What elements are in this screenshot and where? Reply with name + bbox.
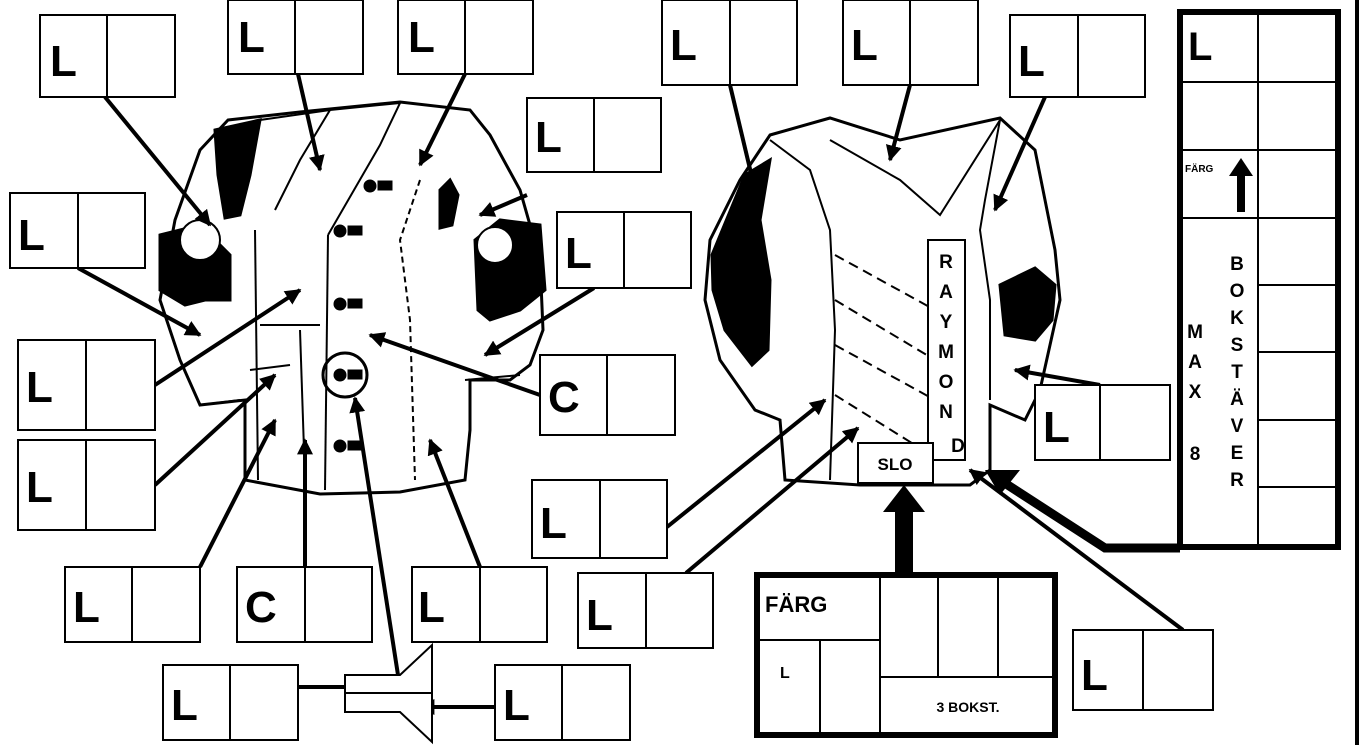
name-strip: R A Y M O N D	[928, 240, 965, 460]
front-box-11-letter: C	[245, 583, 277, 632]
front-box-13-letter: L	[171, 681, 198, 730]
back-box-4-letter: L	[1043, 403, 1070, 452]
bokst-letter-6: Ä	[1230, 389, 1244, 410]
side-panel-connector	[985, 470, 1180, 548]
front-box-5: L	[10, 193, 145, 268]
country-code-patch: SLO	[858, 443, 933, 483]
max-letter-1: M	[1187, 322, 1203, 343]
country-panel-letter: L	[780, 665, 790, 682]
front-box-3-letter: L	[408, 13, 435, 62]
back-box-5-letter: L	[540, 499, 567, 548]
front-box-7-letter: C	[548, 373, 580, 422]
bokst-letter-4: S	[1231, 335, 1244, 356]
name-letter-3: Y	[940, 312, 953, 333]
name-letter-6: N	[939, 402, 953, 423]
country-panel: FÄRG L 3 BOKST.	[757, 575, 1055, 735]
name-letter-2: A	[939, 282, 953, 303]
name-end-box-letter: L	[1081, 651, 1108, 700]
bokst-letter-3: K	[1230, 308, 1244, 329]
front-box-14: L	[495, 665, 630, 740]
front-box-8: L	[18, 340, 155, 430]
back-box-1: L	[662, 0, 797, 85]
front-box-5-letter: L	[18, 211, 45, 260]
back-jacket	[705, 118, 1060, 485]
front-box-3: L	[398, 0, 533, 74]
front-box-1-letter: L	[50, 37, 77, 86]
front-box-9-letter: L	[26, 463, 53, 512]
front-box-1: L	[40, 15, 175, 97]
side-panel-color-label: FÄRG	[1185, 162, 1214, 175]
front-box-10-letter: L	[73, 583, 100, 632]
name-letter-1: R	[939, 252, 953, 273]
bokst-letter-8: E	[1231, 443, 1244, 464]
front-box-14-letter: L	[503, 681, 530, 730]
front-box-2-letter: L	[238, 13, 265, 62]
front-box-7: C	[540, 355, 675, 435]
name-end-box: L	[1073, 630, 1213, 710]
country-panel-caption: 3 BOKST.	[936, 699, 999, 715]
button-detail	[345, 645, 432, 742]
country-code-text: SLO	[878, 455, 913, 474]
front-box-4: L	[527, 98, 661, 172]
max-letter-3: X	[1189, 382, 1202, 403]
front-box-6-letter: L	[565, 229, 592, 278]
back-box-2: L	[843, 0, 978, 85]
bokst-letter-2: O	[1230, 281, 1245, 302]
front-box-13: L	[163, 665, 298, 740]
name-letter-4: M	[938, 342, 954, 363]
front-box-11: C	[237, 567, 372, 642]
bokst-letter-9: R	[1230, 470, 1244, 491]
bokst-letter-1: B	[1230, 254, 1244, 275]
back-box-5: L	[532, 480, 667, 558]
country-panel-arrow	[883, 485, 925, 572]
back-box-4: L	[1035, 385, 1170, 460]
country-panel-color-label: FÄRG	[765, 592, 827, 617]
back-box-6: L	[578, 573, 713, 648]
side-panel-top-letter: L	[1188, 25, 1212, 69]
back-box-1-letter: L	[670, 21, 697, 70]
front-box-6: L	[557, 212, 691, 288]
back-box-3: L	[1010, 15, 1145, 97]
back-box-2-letter: L	[851, 21, 878, 70]
front-box-10: L	[65, 567, 200, 642]
front-box-2: L	[228, 0, 363, 74]
bokst-letter-5: T	[1231, 362, 1243, 383]
front-box-4-letter: L	[535, 113, 562, 162]
front-box-12: L	[412, 567, 547, 642]
front-jacket	[160, 102, 545, 494]
max-letter-4: 8	[1190, 444, 1201, 465]
name-letter-5: O	[939, 372, 954, 393]
front-box-9: L	[18, 440, 155, 530]
max-letter-2: A	[1188, 352, 1202, 373]
back-box-3-letter: L	[1018, 37, 1045, 86]
front-box-8-letter: L	[26, 363, 53, 412]
front-box-12-letter: L	[418, 583, 445, 632]
bokst-letter-7: V	[1231, 416, 1244, 437]
back-box-6-letter: L	[586, 591, 613, 640]
name-letter-7: D	[951, 436, 965, 457]
